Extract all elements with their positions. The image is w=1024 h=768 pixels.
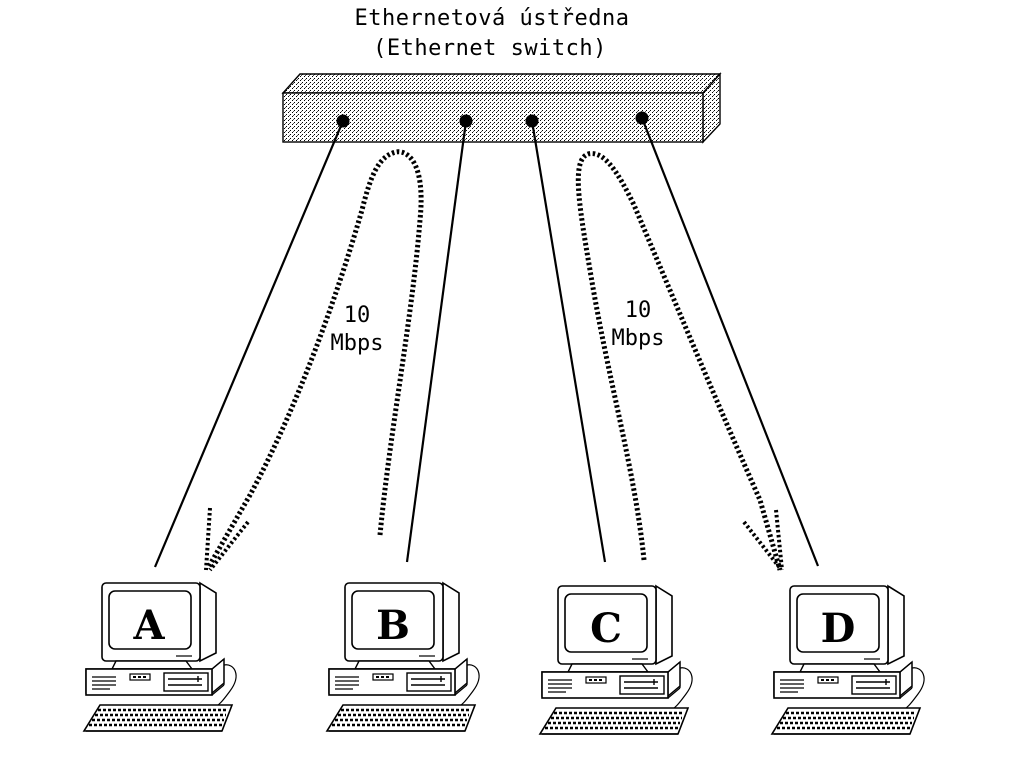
speed-unit: Mbps [611, 326, 665, 351]
computer-c: C [538, 584, 694, 736]
cable-c [530, 120, 607, 563]
speed-label-right: 10 Mbps [593, 297, 683, 353]
computer-d: D [770, 584, 926, 736]
computer-a: A [82, 581, 238, 733]
cable-b [405, 120, 468, 563]
computer-b: B [325, 581, 481, 733]
computer-label-c: C [590, 605, 622, 652]
port-2 [459, 114, 473, 128]
cable-a [153, 120, 345, 568]
flow-b-to-a [204, 149, 424, 572]
computer-label-b: B [376, 602, 410, 649]
speed-value: 10 [343, 303, 371, 328]
port-4 [635, 111, 649, 125]
computer-label-d: D [821, 605, 856, 652]
speed-value: 10 [624, 298, 652, 323]
speed-unit: Mbps [330, 331, 384, 356]
cable-d [640, 117, 820, 567]
switch-title: Ethernetová ústředna [354, 6, 630, 31]
ethernet-switch [281, 72, 722, 144]
cable-lines [153, 117, 820, 568]
computer-label-a: A [132, 602, 165, 649]
port-3 [525, 114, 539, 128]
port-1 [336, 114, 350, 128]
speed-label-left: 10 Mbps [312, 302, 402, 358]
flow-c-to-d [575, 151, 784, 571]
switch-subtitle: (Ethernet switch) [373, 36, 607, 61]
switch-ports [336, 111, 649, 128]
